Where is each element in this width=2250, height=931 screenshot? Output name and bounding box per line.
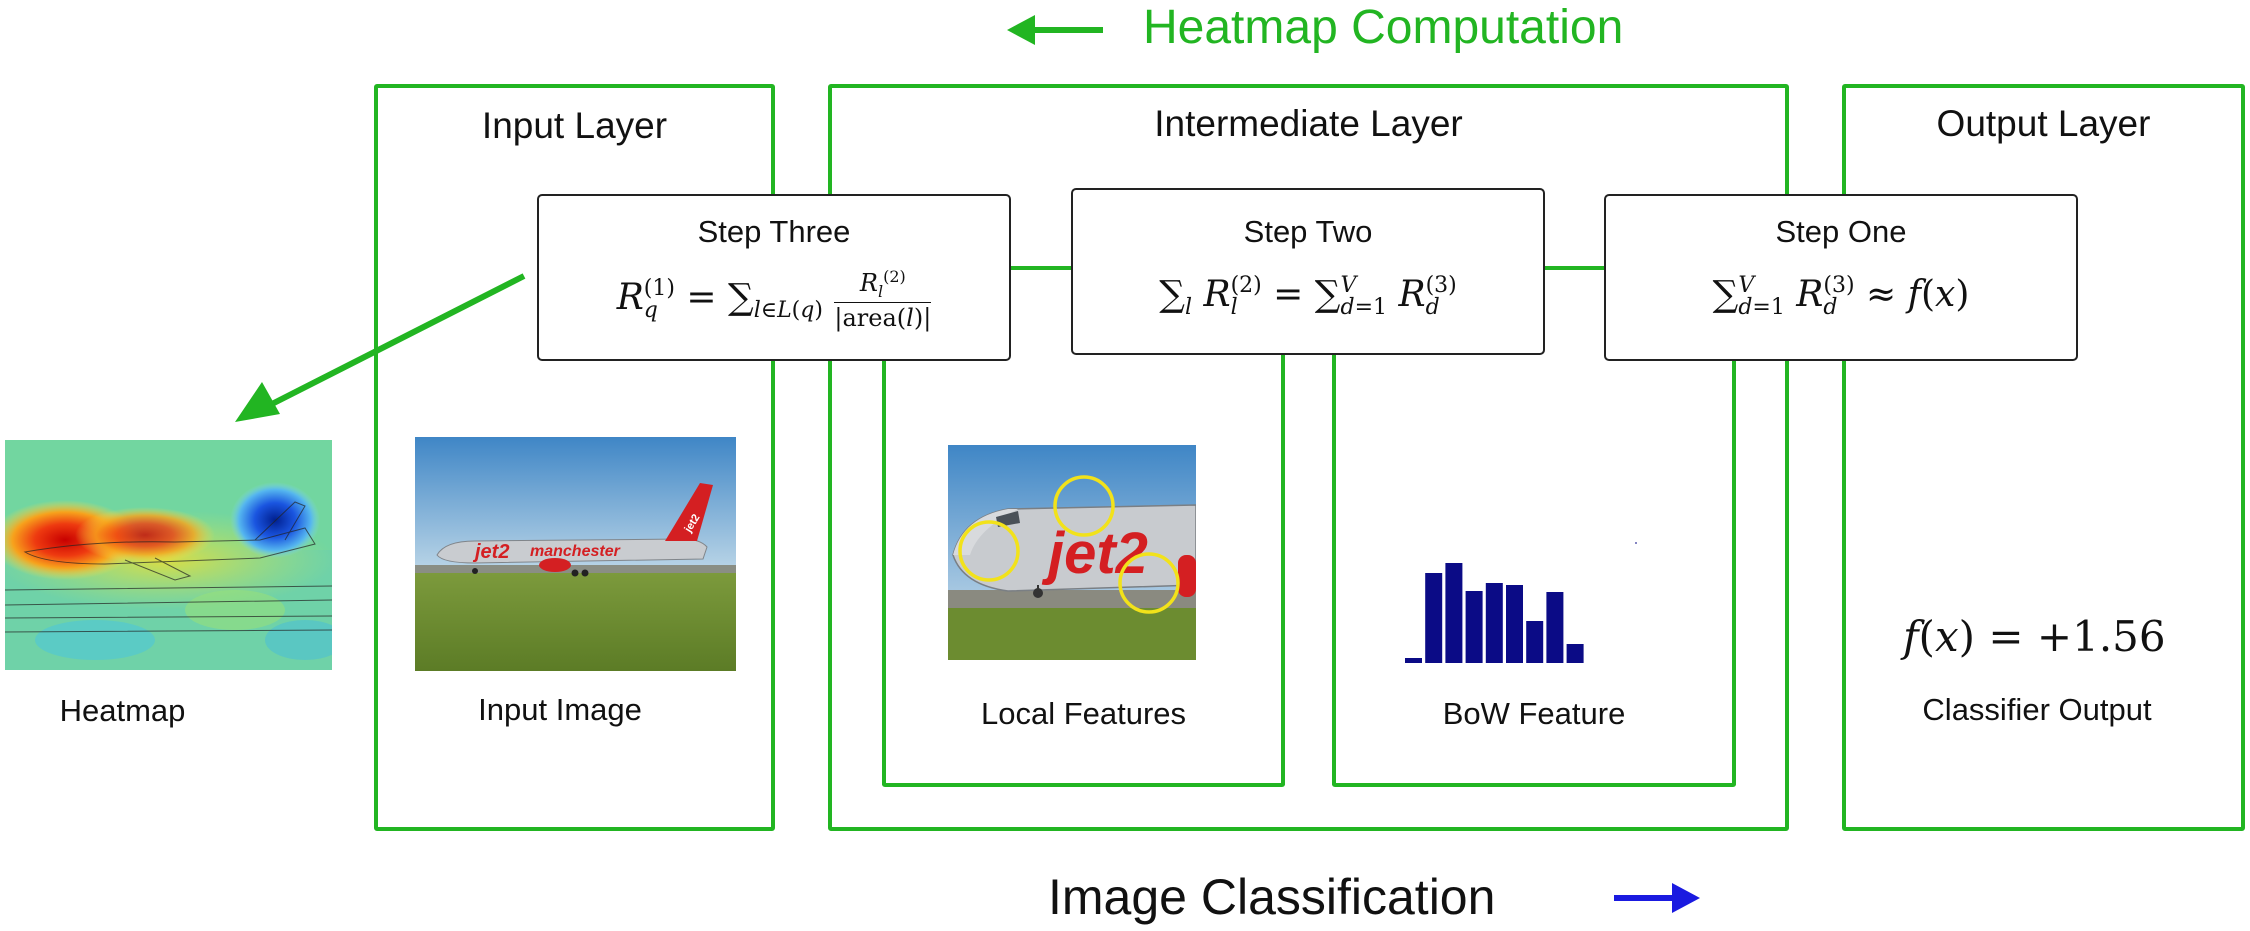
bow-bar-9: [1566, 644, 1584, 663]
heatmap-image: [5, 440, 332, 670]
connector-three-two: [1008, 266, 1074, 270]
step-two-title: Step Two: [1243, 214, 1373, 249]
output-layer-box: [1842, 84, 2245, 831]
input-layer-box: [374, 84, 775, 831]
input-layer-title: Input Layer: [481, 105, 668, 146]
bow-bar-3: [1445, 563, 1463, 663]
input-image: jet2 jet2 manchester: [415, 437, 736, 671]
local-features-livery-logo: jet2: [1041, 521, 1148, 586]
bow-feature-box: [1332, 330, 1736, 787]
heatmap-output-arrow: [235, 273, 526, 422]
input-image-caption: Input Image: [478, 692, 642, 727]
image-classification-title: Image Classification: [1048, 869, 1496, 925]
bow-bar-8: [1546, 592, 1564, 663]
classifier-output-value: f(x) = +1.56: [1903, 612, 2166, 661]
bow-bar-6: [1506, 585, 1523, 663]
bow-bar-5: [1485, 583, 1503, 663]
intermediate-layer-title: Intermediate Layer: [1154, 103, 1463, 144]
input-image-livery-text: manchester: [530, 543, 621, 560]
bow-histogram: [1405, 542, 1637, 663]
classifier-output-caption: Classifier Output: [1922, 692, 2152, 727]
classification-direction-arrow: [1614, 883, 1700, 913]
step-one-title: Step One: [1775, 214, 1907, 249]
local-features-caption: Local Features: [980, 696, 1187, 731]
input-image-livery-logo: jet2: [472, 541, 509, 563]
output-layer-title: Output Layer: [1936, 103, 2151, 144]
heatmap-caption: Heatmap: [59, 693, 186, 728]
bow-bar-7: [1526, 621, 1544, 663]
local-features-image: jet2: [948, 445, 1196, 660]
bow-bar-2: [1425, 573, 1443, 663]
heatmap-direction-arrow: [1007, 15, 1103, 45]
heatmap-computation-title: Heatmap Computation: [1143, 1, 1624, 54]
bow-feature-caption: BoW Feature: [1442, 696, 1626, 731]
step-three-box: Step Three R(1)q = ∑l∈L(q) Rl(2)|area(l)…: [537, 194, 1011, 361]
local-features-box: [882, 330, 1285, 787]
intermediate-layer-box: [828, 84, 1789, 831]
connector-two-one: [1543, 266, 1607, 270]
step-three-formula: R(1)q = ∑l∈L(q) Rl(2)|area(l)|: [616, 267, 932, 333]
step-three-title: Step Three: [697, 214, 851, 249]
bow-bar-4: [1465, 591, 1483, 663]
bow-bar-1: [1405, 658, 1422, 663]
